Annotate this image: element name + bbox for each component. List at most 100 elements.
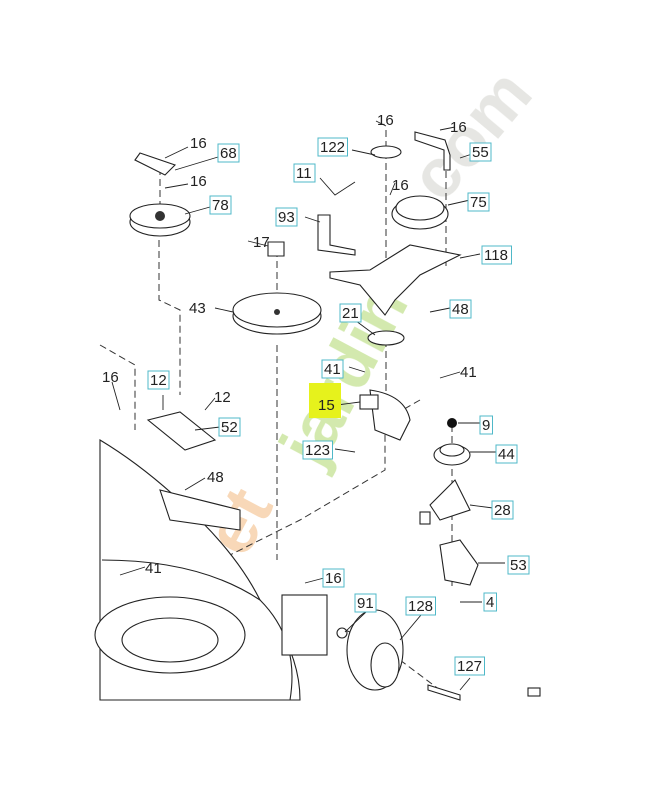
part-number-box xyxy=(339,303,362,323)
part-number-box xyxy=(217,143,240,163)
part-label-93[interactable]: 93 xyxy=(275,207,298,227)
part-number: 53 xyxy=(510,557,527,574)
part-number-box xyxy=(209,195,232,215)
part-number-box xyxy=(405,596,436,616)
part-number-box xyxy=(321,359,344,379)
part-number: 16 xyxy=(450,119,467,136)
part-number: 41 xyxy=(324,361,341,378)
part-label-16[interactable]: 16 xyxy=(322,568,345,588)
part-label-128[interactable]: 128 xyxy=(405,596,436,616)
part-number: 16 xyxy=(102,369,119,386)
part-number-box xyxy=(507,555,530,575)
leader-lines xyxy=(111,120,505,691)
part-number: 41 xyxy=(145,560,162,577)
part-number: 48 xyxy=(207,469,224,486)
part-number: 21 xyxy=(342,305,359,322)
part-number: 93 xyxy=(278,209,295,226)
part-label-16[interactable]: 16 xyxy=(392,177,409,194)
part-label-118[interactable]: 118 xyxy=(481,245,512,265)
part-label-91[interactable]: 91 xyxy=(354,593,377,613)
part-number-box xyxy=(302,440,333,460)
part-label-123[interactable]: 123 xyxy=(302,440,333,460)
part-label-44[interactable]: 44 xyxy=(495,444,518,464)
part-number-box xyxy=(479,415,493,435)
part-number: 55 xyxy=(472,144,489,161)
part-number: 75 xyxy=(470,194,487,211)
part-number: 78 xyxy=(212,197,229,214)
part-number: 9 xyxy=(482,417,490,434)
part-number: 123 xyxy=(305,442,330,459)
part-label-21[interactable]: 21 xyxy=(339,303,362,323)
part-number-box xyxy=(354,593,377,613)
part-number: 122 xyxy=(320,139,345,156)
part-number-box xyxy=(454,656,485,676)
part-number: 52 xyxy=(221,419,238,436)
part-label-78[interactable]: 78 xyxy=(209,195,232,215)
part-number: 118 xyxy=(484,247,508,264)
part-number: 128 xyxy=(408,598,433,615)
part-number: 17 xyxy=(253,234,270,251)
part-label-16[interactable]: 16 xyxy=(377,112,394,129)
part-label-41[interactable]: 41 xyxy=(460,364,477,381)
part-number-box xyxy=(469,142,492,162)
part-label-55[interactable]: 55 xyxy=(469,142,492,162)
part-label-11[interactable]: 11 xyxy=(293,163,316,183)
mower-deck xyxy=(94,411,328,701)
part-label-28[interactable]: 28 xyxy=(491,500,514,520)
part-number-box xyxy=(483,592,497,612)
part-number-box xyxy=(322,568,345,588)
part-label-68[interactable]: 68 xyxy=(217,143,240,163)
part-label-127[interactable]: 127 xyxy=(454,656,485,676)
part-label-48[interactable]: 48 xyxy=(449,299,472,319)
part-label-52[interactable]: 52 xyxy=(218,417,241,437)
part-label-122[interactable]: 122 xyxy=(317,137,348,157)
part-label-16[interactable]: 16 xyxy=(190,173,207,190)
part-number-box xyxy=(491,500,514,520)
part-label-75[interactable]: 75 xyxy=(467,192,490,212)
part-label-53[interactable]: 53 xyxy=(507,555,530,575)
part-number: 28 xyxy=(494,502,511,519)
part-number-box xyxy=(467,192,490,212)
part-number: 16 xyxy=(392,177,409,194)
part-label-16[interactable]: 16 xyxy=(102,369,119,386)
part-label-12[interactable]: 12 xyxy=(147,370,170,390)
part-number-box xyxy=(147,370,170,390)
part-number: 44 xyxy=(498,446,515,463)
part-number-box xyxy=(317,137,348,157)
part-number-box xyxy=(449,299,472,319)
part-label-15[interactable]: 15 xyxy=(318,397,335,414)
part-number-box xyxy=(218,417,241,437)
part-number: 48 xyxy=(452,301,469,318)
part-label-17[interactable]: 17 xyxy=(253,234,270,251)
highlight-part-15 xyxy=(309,383,341,418)
part-number: 11 xyxy=(296,165,312,182)
part-label-16[interactable]: 16 xyxy=(450,119,467,136)
part-label-41[interactable]: 41 xyxy=(321,359,344,379)
part-number: 16 xyxy=(377,112,394,129)
part-label-9[interactable]: 9 xyxy=(479,415,493,435)
part-number-box xyxy=(481,245,512,265)
part-number: 127 xyxy=(457,658,482,675)
part-number: 16 xyxy=(325,570,342,587)
part-label-41[interactable]: 41 xyxy=(145,560,162,577)
part-number-box xyxy=(293,163,316,183)
parts xyxy=(129,131,541,701)
part-number: 15 xyxy=(318,397,335,414)
part-number: 43 xyxy=(189,300,206,317)
part-label-48[interactable]: 48 xyxy=(207,469,224,486)
part-number: 12 xyxy=(150,372,167,389)
part-number: 41 xyxy=(460,364,477,381)
part-number: 12 xyxy=(214,389,231,406)
part-label-16[interactable]: 16 xyxy=(190,135,207,152)
part-number-box xyxy=(495,444,518,464)
part-number: 16 xyxy=(190,173,207,190)
part-number-box xyxy=(275,207,298,227)
part-label-12[interactable]: 12 xyxy=(214,389,231,406)
part-label-43[interactable]: 43 xyxy=(189,300,206,317)
part-label-4[interactable]: 4 xyxy=(483,592,497,612)
part-number: 4 xyxy=(486,594,494,611)
part-number: 68 xyxy=(220,145,237,162)
